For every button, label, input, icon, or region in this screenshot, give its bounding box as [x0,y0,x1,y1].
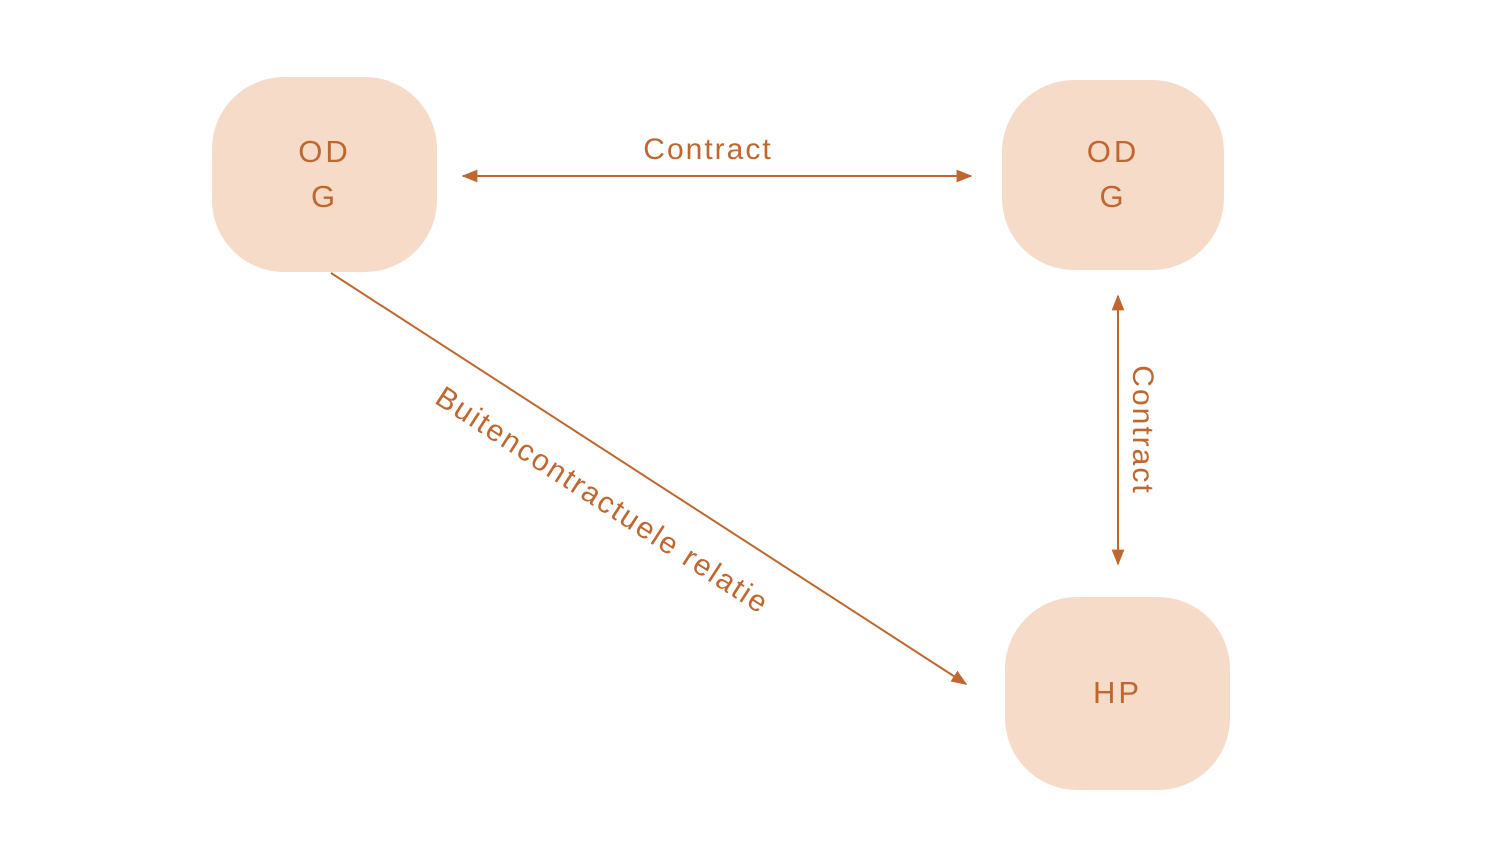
node-label-line: HP [1092,675,1143,711]
node-label-line: OD [1086,134,1140,170]
edge-label-contract-right: Contract [1126,365,1159,495]
node-odg-left: OD G [212,77,437,272]
node-hp: HP [1005,597,1230,790]
node-hp-label: HP [1093,671,1142,716]
node-label-line: G [310,178,339,214]
node-odg-left-label: OD G [298,130,351,220]
edge-buitencontractuele-arrow [330,272,968,685]
node-odg-right: OD G [1002,80,1224,270]
node-odg-right-label: OD G [1087,130,1140,220]
node-label-line: OD [298,133,351,169]
node-label-line: G [1099,179,1127,214]
edge-label-contract-top: Contract [643,133,773,166]
